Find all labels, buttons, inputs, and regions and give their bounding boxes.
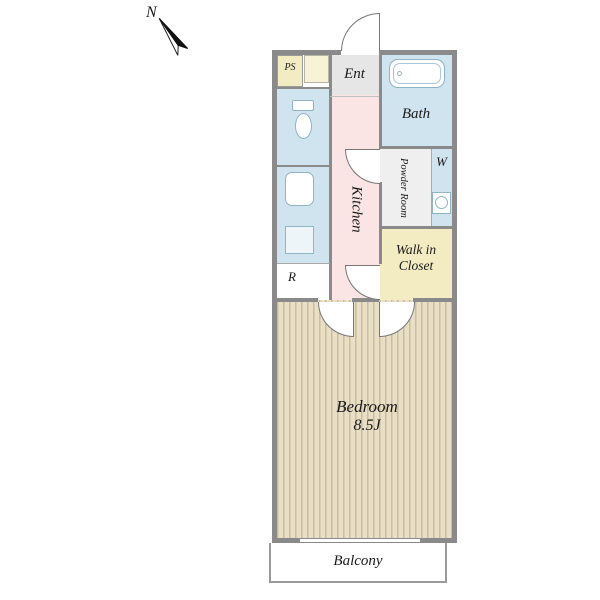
bedroom-label: Bedroom 8.5J (302, 397, 432, 435)
bedroom-size: 8.5J (353, 416, 381, 434)
washer-label: W (436, 154, 447, 169)
bath-label: Bath (401, 106, 431, 122)
window (300, 538, 420, 543)
partition-line (431, 149, 432, 226)
wall (379, 55, 382, 148)
wall (379, 182, 382, 264)
kitchen-label: Kitchen (348, 186, 365, 233)
wall (329, 55, 332, 300)
counter-edge-line (277, 263, 330, 264)
entrance-door-arc (341, 13, 380, 51)
toilet-bowl-icon (295, 113, 312, 139)
wall (277, 298, 318, 302)
compass-needle-icon (158, 17, 189, 56)
walk-in-closet-label: Walk in Closet (395, 242, 437, 273)
bathtub-inner (393, 63, 441, 84)
north-label: N (146, 4, 157, 21)
toilet-tank-icon (292, 100, 314, 111)
balcony: Balcony (269, 543, 447, 583)
room-bedroom (277, 300, 452, 538)
washer-drum (435, 196, 448, 209)
entrance-opening (341, 50, 379, 55)
room-ps (277, 55, 303, 87)
kitchen-sink-icon (285, 172, 314, 206)
wall (379, 146, 452, 149)
shoe-cabinet (304, 55, 329, 83)
bathtub-icon (389, 59, 445, 88)
entrance-label: Ent (344, 66, 365, 82)
wall (413, 298, 452, 302)
refrigerator-label: R (288, 269, 296, 284)
wall (379, 226, 452, 229)
room-closet (379, 226, 452, 300)
wall (352, 298, 379, 302)
bathtub-drain (397, 71, 402, 76)
entry-step-line (330, 96, 379, 97)
stove-icon (285, 226, 314, 254)
bedroom-name: Bedroom (336, 397, 398, 416)
room-powder (379, 146, 432, 226)
ps-label: PS (284, 62, 296, 73)
room-entrance (330, 55, 379, 97)
balcony-label: Balcony (333, 553, 383, 570)
wall (277, 165, 331, 167)
washing-machine-icon (432, 192, 451, 214)
compass: N (140, 4, 202, 64)
wall (277, 87, 331, 89)
powder-room-label: Powder Room (398, 158, 410, 218)
